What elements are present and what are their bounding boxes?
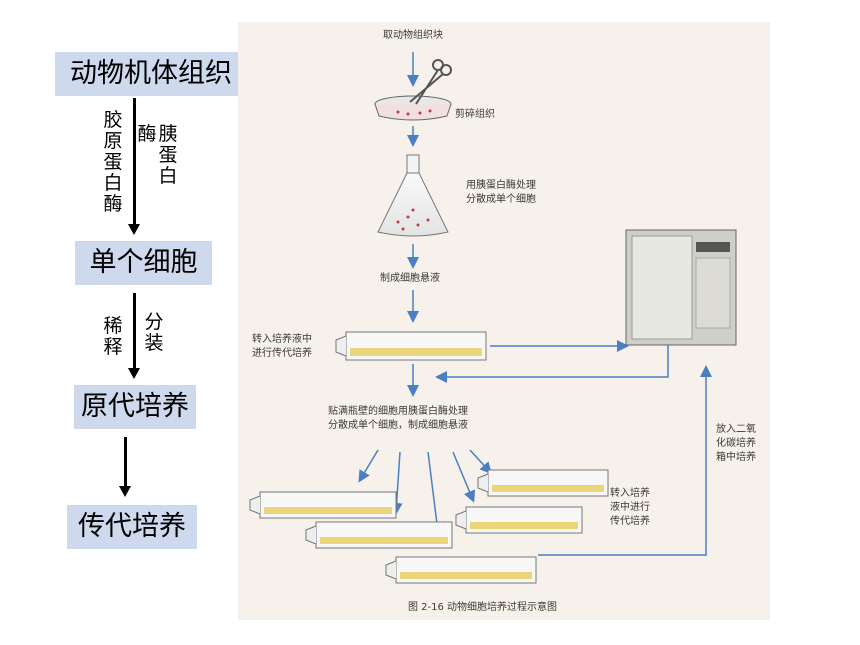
scissors-icon [409, 59, 452, 105]
conical-flask-icon [377, 154, 449, 237]
step-single-cell-box: 单个细胞 [75, 241, 212, 285]
enzyme-trypsin-label: 胰 蛋 白 [158, 123, 178, 187]
culture-flask-6 [455, 506, 583, 534]
label-mince-tissue: 剪碎组织 [455, 107, 495, 120]
step-passage-culture-box: 传代培养 [67, 505, 197, 549]
culture-flask-2 [249, 491, 397, 519]
arrow-tissue-to-cell [133, 98, 136, 226]
figure-caption: 图 2-16 动物细胞培养过程示意图 [408, 600, 557, 613]
step-tissue-box: 动物机体组织 [55, 52, 247, 96]
label-transfer-passage-2: 液中进行 [610, 500, 650, 513]
culture-flask-4 [385, 556, 537, 584]
label-incubator-2: 化碳培养 [716, 436, 756, 449]
arrow-primary-to-passage [124, 437, 127, 487]
culture-flask-1 [335, 331, 487, 361]
label-transfer-passage-3: 传代培养 [610, 514, 650, 527]
co2-incubator-image [625, 229, 737, 346]
label-incubator-1: 放入二氧 [716, 422, 756, 435]
step-primary-culture-box: 原代培养 [74, 385, 196, 429]
label-incubator-3: 箱中培养 [716, 450, 756, 463]
petri-dish-icon [374, 95, 452, 121]
enzyme-collagenase-label: 胶 原 蛋 白 酶 [103, 109, 123, 215]
label-trypsin-1: 用胰蛋白酶处理 [466, 178, 536, 191]
culture-flask-5 [477, 469, 609, 497]
culture-flask-3 [305, 521, 453, 549]
cell-culture-figure: 取动物组织块 剪碎组织 用胰蛋白酶处理 分散成单个细胞 制成细胞悬液 转入培养液… [238, 22, 770, 620]
label-transfer-2: 进行传代培养 [252, 346, 312, 359]
arrow-cell-to-primary [133, 293, 136, 370]
arrowhead-1 [128, 224, 140, 235]
label-trypsin-passage-1: 贴满瓶壁的细胞用胰蛋白酶处理 [328, 404, 468, 417]
label-suspension: 制成细胞悬液 [380, 271, 440, 284]
enzyme-mid-label: 酶 [137, 123, 157, 145]
label-trypsin-2: 分散成单个细胞 [466, 192, 536, 205]
arrowhead-3 [119, 486, 131, 497]
label-transfer-1: 转入培养液中 [252, 332, 312, 345]
split-label: 分 装 [144, 311, 164, 354]
label-take-tissue: 取动物组织块 [383, 28, 443, 41]
label-trypsin-passage-2: 分散成单个细胞，制成细胞悬液 [328, 418, 468, 431]
label-transfer-passage-1: 转入培养 [610, 486, 650, 499]
arrowhead-2 [128, 368, 140, 379]
dilute-label: 稀 释 [103, 315, 123, 358]
